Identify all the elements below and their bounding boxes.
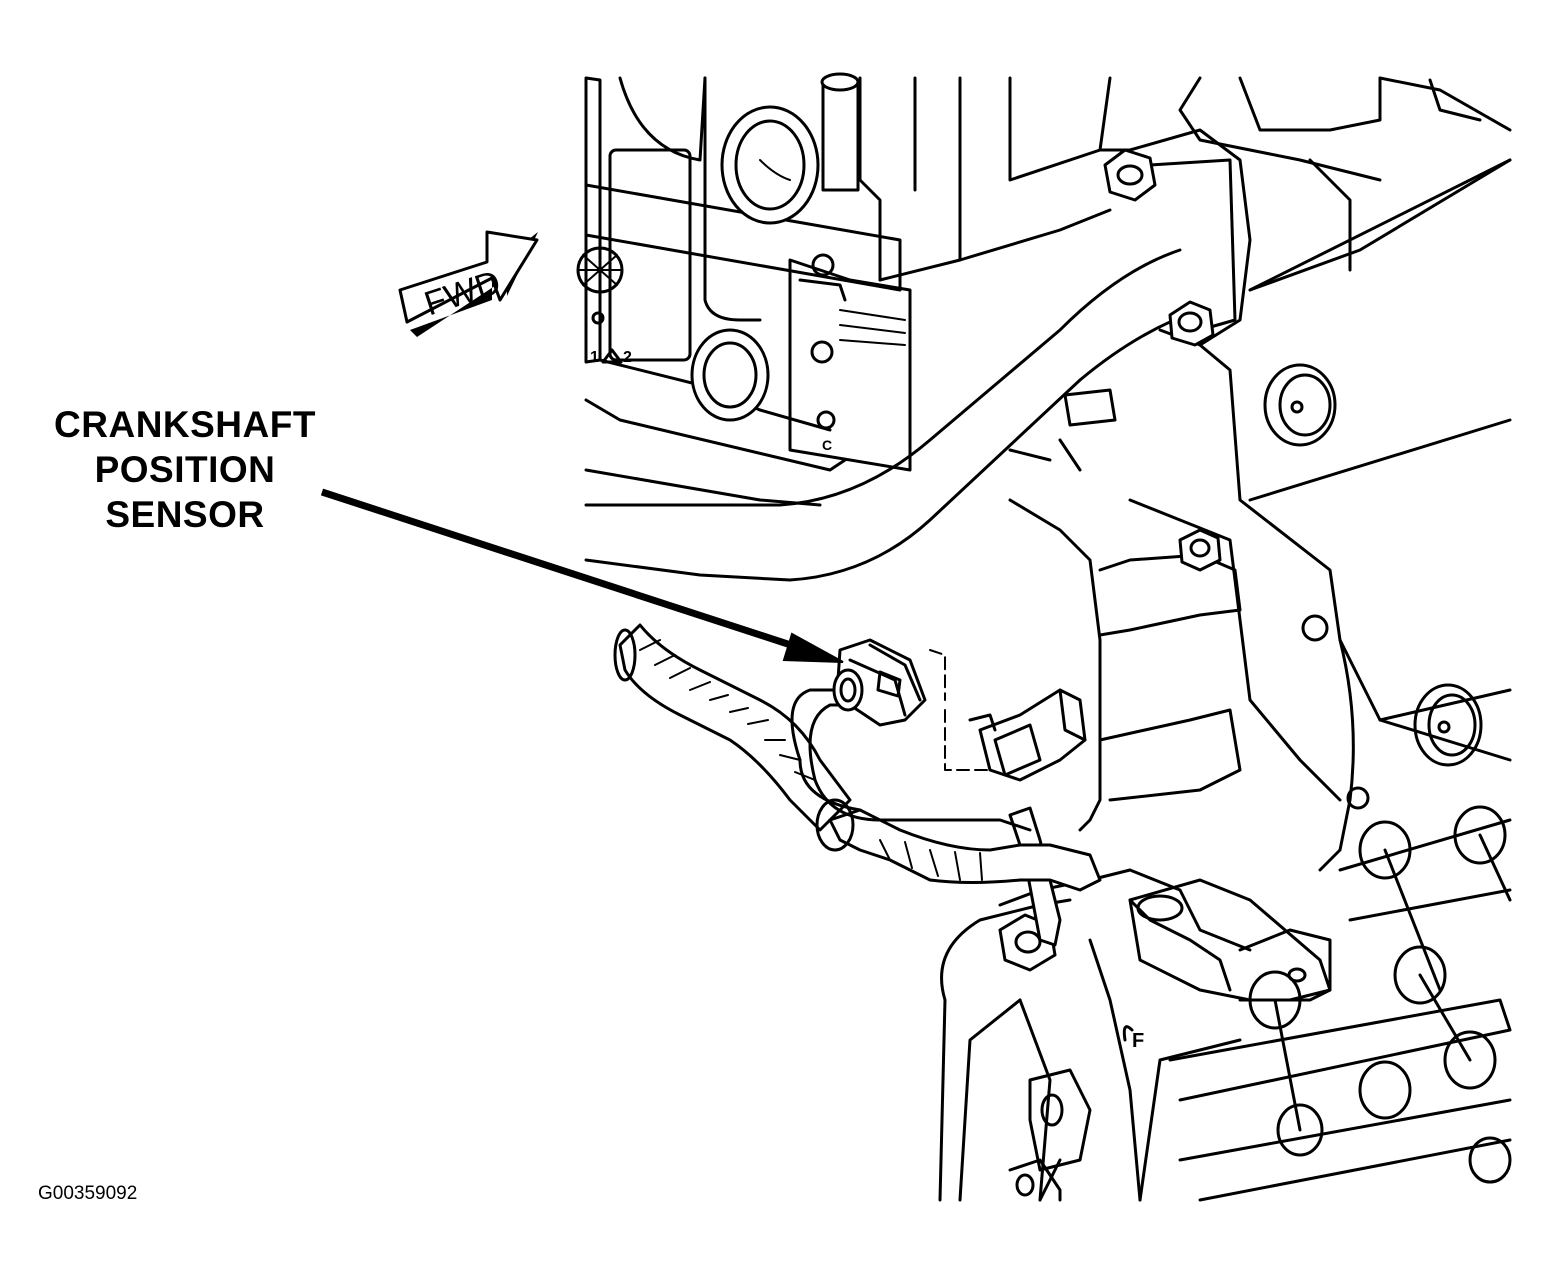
figure-id: G00359092 (38, 1183, 138, 1204)
cup-plug-lower (1413, 683, 1483, 767)
casting-mark-f: F (1132, 1030, 1144, 1052)
sensor-connector (832, 638, 991, 771)
callout-line-2: POSITION (94, 449, 276, 490)
flange-bolt-lower (1168, 300, 1215, 347)
support-rods (1248, 805, 1512, 1184)
callout-line-3: SENSOR (105, 494, 265, 535)
engine-right-side (1198, 158, 1512, 767)
cup-plug-upper (1263, 363, 1337, 447)
casting-triangle-mark (601, 348, 623, 364)
casting-mark-c: C (822, 437, 832, 453)
lower-mount-ear (1008, 1068, 1092, 1202)
engine-lower-block: F (938, 805, 1512, 1202)
callout-leader-arrow (320, 488, 844, 663)
exhaust-manifold (584, 128, 1252, 582)
heat-shield-bracket (1008, 498, 1370, 872)
fwd-direction-arrow: FWD (398, 230, 539, 337)
shield-bolt (1178, 528, 1222, 572)
engine-upper-housing: 1 2 C (576, 72, 1512, 507)
wiring-harness (613, 623, 1102, 892)
casting-mark-2: 2 (623, 349, 632, 366)
casting-mark-1: 1 (590, 349, 599, 366)
crankshaft-position-sensor-callout: CRANKSHAFT POSITION SENSOR (20, 402, 350, 537)
callout-line-1: CRANKSHAFT (54, 404, 316, 445)
mating-connector (968, 688, 1087, 782)
flange-bolt-upper (1103, 148, 1157, 202)
